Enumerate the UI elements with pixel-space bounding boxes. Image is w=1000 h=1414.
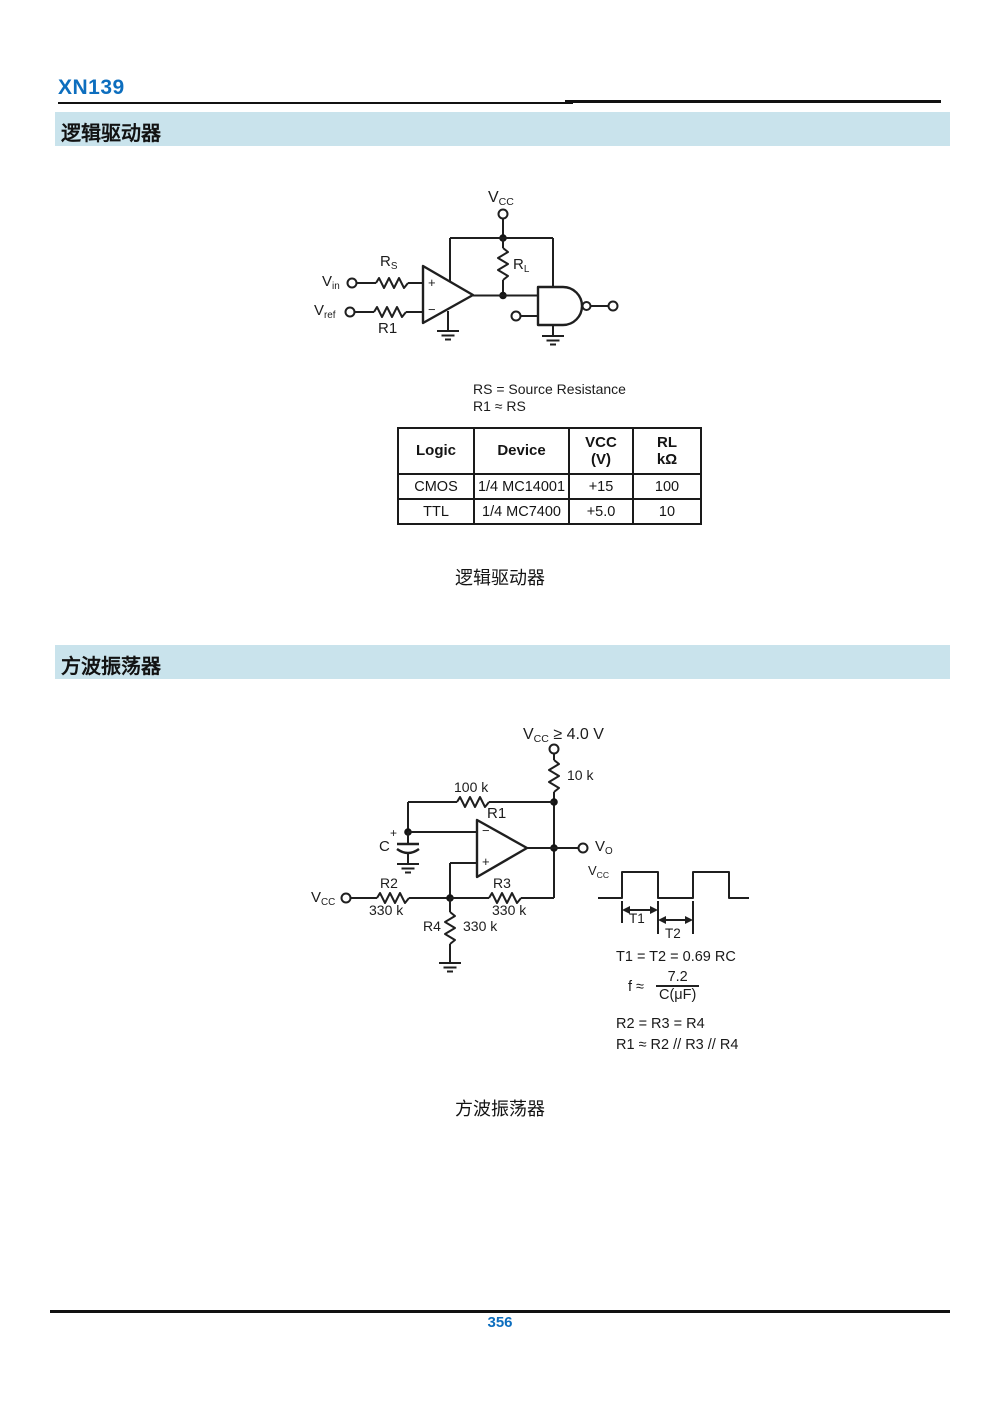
col-logic: Logic bbox=[397, 427, 475, 475]
r2-value: 330 k bbox=[369, 902, 404, 918]
vref-input bbox=[344, 306, 423, 318]
r3-value: 330 k bbox=[492, 902, 527, 918]
t2-label: T2 bbox=[665, 926, 681, 941]
opamp-minus-sign: − bbox=[482, 823, 490, 838]
output-waveform bbox=[598, 871, 749, 934]
figure2-caption: 方波振荡器 bbox=[455, 1099, 545, 1119]
frequency-formula-lhs: f ≈ bbox=[628, 979, 645, 995]
vin-label: Vin bbox=[322, 273, 340, 292]
vref-label: Vref bbox=[314, 302, 336, 321]
cell-device: 1/4 MC7400 bbox=[473, 498, 570, 525]
rs-label: RS bbox=[380, 253, 398, 272]
resistor-10k-label: 10 k bbox=[567, 767, 594, 783]
vcc-pullup bbox=[548, 743, 560, 898]
period-formula: T1 = T2 = 0.69 RC bbox=[616, 949, 736, 965]
section-header-logic-driver: 逻辑驱动器 bbox=[55, 112, 950, 146]
section-title: 逻辑驱动器 bbox=[61, 123, 161, 145]
document-code: XN139 bbox=[58, 76, 125, 99]
t1-label: T1 bbox=[629, 911, 645, 926]
r1-parallel-formula: R1 ≈ R2 // R3 // R4 bbox=[616, 1037, 739, 1053]
nand-gate bbox=[510, 285, 619, 346]
figure1-caption: 逻辑驱动器 bbox=[455, 568, 545, 588]
r1-label: R1 bbox=[487, 805, 507, 822]
r2-label: R2 bbox=[380, 875, 398, 891]
resistor-100k-label: 100 k bbox=[454, 779, 489, 795]
frequency-formula-fraction: 7.2 C(μF) bbox=[656, 969, 700, 1003]
capacitor-polarity-sign: + bbox=[390, 826, 398, 840]
cell-vcc: +15 bbox=[568, 473, 634, 500]
capacitor-label: C bbox=[379, 838, 390, 855]
header-rule-left bbox=[58, 102, 573, 104]
opamp-plus-sign: + bbox=[482, 854, 490, 869]
header-rule-right bbox=[565, 100, 941, 103]
r4-label: R4 bbox=[423, 918, 441, 934]
vo-label: VO bbox=[595, 838, 613, 857]
section-title: 方波振荡器 bbox=[61, 656, 161, 678]
r-equality-formula: R2 = R3 = R4 bbox=[616, 1016, 705, 1032]
r3-label: R3 bbox=[493, 875, 511, 891]
cell-vcc: +5.0 bbox=[568, 498, 634, 525]
opamp bbox=[475, 818, 589, 879]
cell-device: 1/4 MC14001 bbox=[473, 473, 570, 500]
plus-input-wire bbox=[449, 862, 477, 898]
r4-branch bbox=[439, 898, 461, 973]
opamp bbox=[421, 264, 475, 341]
cell-logic: CMOS bbox=[397, 473, 475, 500]
opamp-minus-sign: − bbox=[428, 302, 436, 317]
rl-resistor bbox=[497, 238, 509, 300]
rl-label: RL bbox=[513, 256, 530, 275]
r3-branch bbox=[450, 892, 554, 904]
footer-rule bbox=[50, 1310, 950, 1313]
square-wave-oscillator-circuit bbox=[340, 743, 749, 973]
logic-driver-circuit bbox=[344, 208, 619, 346]
section-header-square-wave-oscillator: 方波振荡器 bbox=[55, 645, 950, 679]
capacitor bbox=[396, 832, 420, 874]
opamp-plus-sign: + bbox=[428, 275, 436, 290]
note-source-resistance: RS = Source Resistance bbox=[473, 381, 626, 397]
r4-value: 330 k bbox=[463, 918, 498, 934]
page-number: 356 bbox=[487, 1314, 513, 1331]
fraction-denominator: C(μF) bbox=[656, 985, 700, 1003]
fraction-numerator: 7.2 bbox=[667, 969, 688, 985]
feedback-100k bbox=[404, 796, 554, 836]
cell-rl: 10 bbox=[632, 498, 702, 525]
r2-branch bbox=[340, 892, 454, 904]
vcc-feed bbox=[449, 208, 554, 287]
vcc-supply-label: VCC ≥ 4.0 V bbox=[523, 726, 604, 746]
waveform-vcc-label: VCC bbox=[588, 863, 610, 880]
cell-logic: TTL bbox=[397, 498, 475, 525]
cell-rl: 100 bbox=[632, 473, 702, 500]
vcc-left-label: VCC bbox=[311, 889, 336, 908]
vin-input bbox=[346, 277, 423, 289]
col-vcc: VCC(V) bbox=[568, 427, 634, 475]
col-device: Device bbox=[473, 427, 570, 475]
table-row: CMOS 1/4 MC14001 +15 100 bbox=[397, 473, 702, 500]
vcc-label: VCC bbox=[488, 189, 514, 209]
note-r1-approx: R1 ≈ RS bbox=[473, 397, 526, 414]
table-row: TTL 1/4 MC7400 +5.0 10 bbox=[397, 498, 702, 525]
r1-label: R1 bbox=[378, 320, 398, 337]
figure1-notes: RS = Source Resistance R1 ≈ RS bbox=[473, 381, 626, 415]
